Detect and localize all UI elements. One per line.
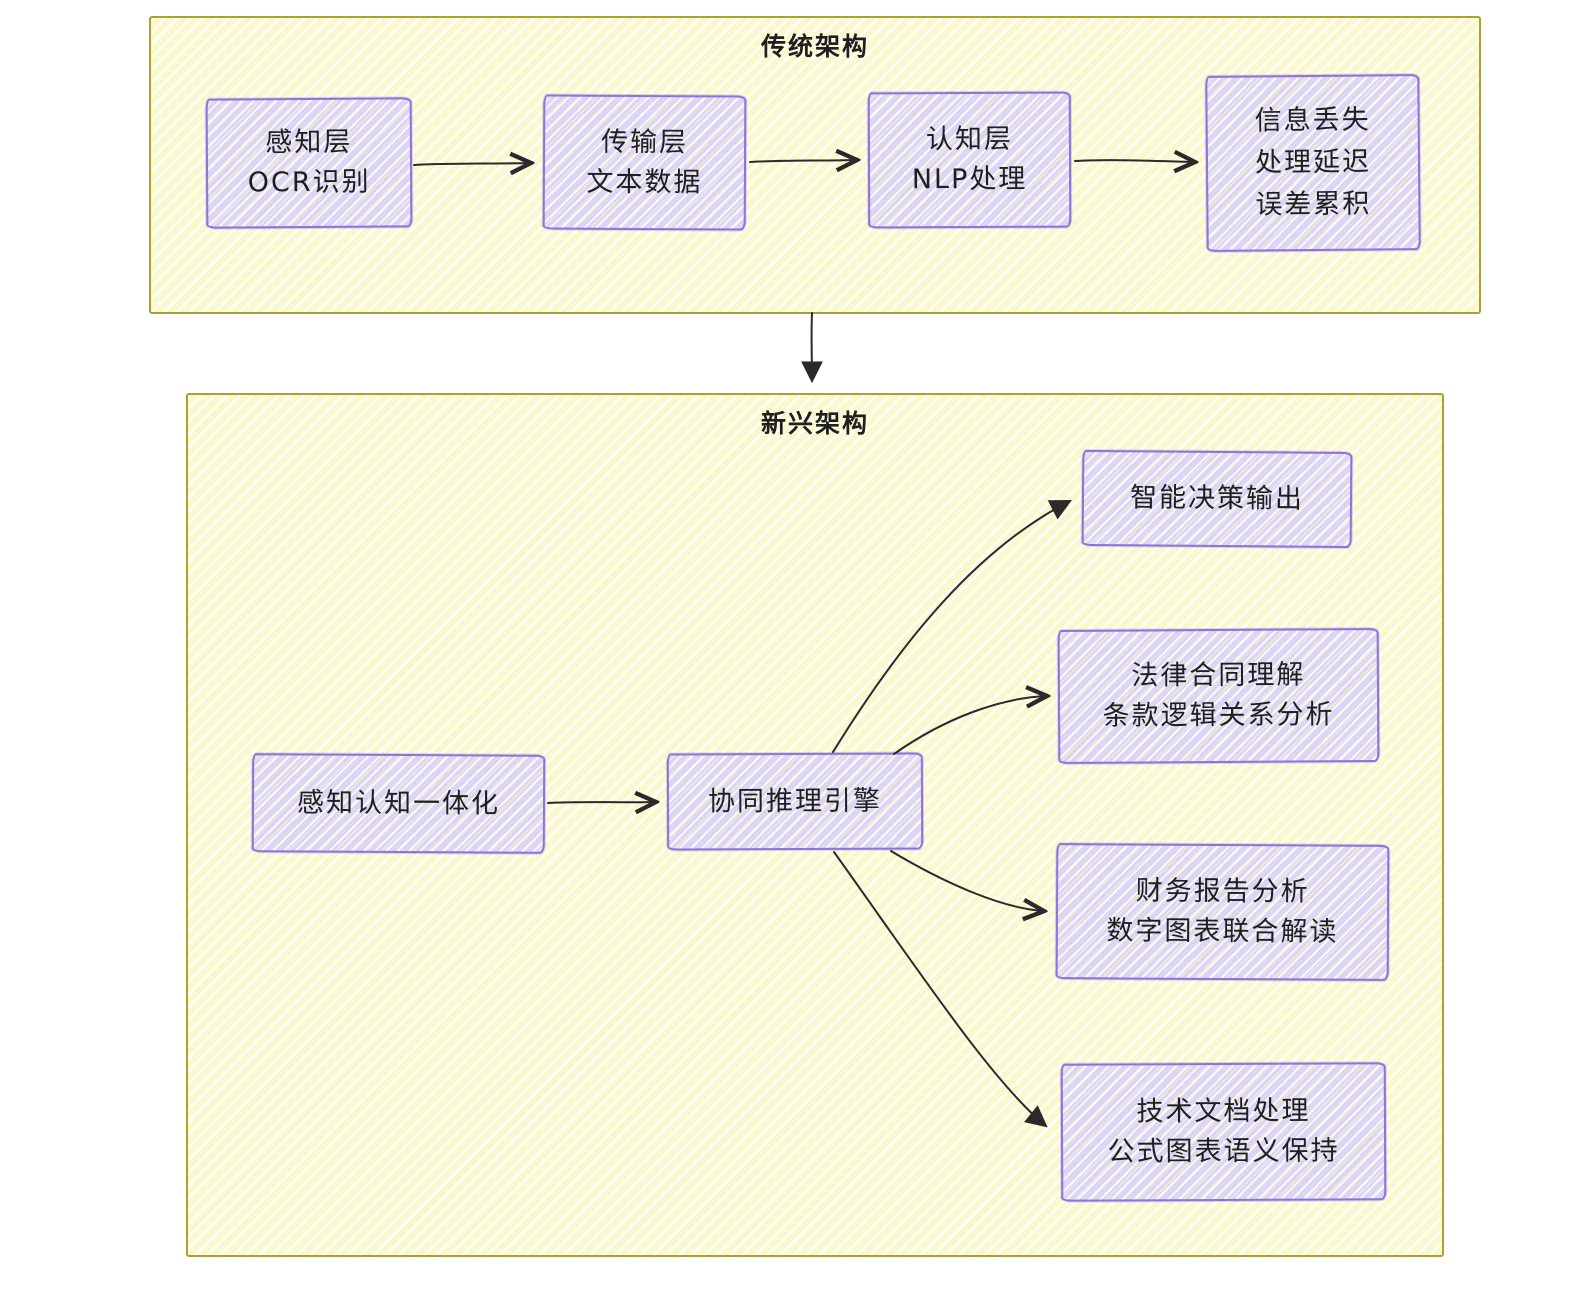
node-label-line: 感知认知一体化 xyxy=(296,786,501,820)
node-legal-contract-understanding[interactable]: 法律合同理解 条款逻辑关系分析 xyxy=(1057,628,1380,764)
node-label-line: 处理延迟 xyxy=(1254,146,1372,179)
node-cognition-layer[interactable]: 认知层 NLP处理 xyxy=(867,91,1072,229)
node-label-line: 智能决策输出 xyxy=(1129,482,1305,515)
node-label-line: 技术文档处理 xyxy=(1136,1095,1311,1128)
traditional-architecture-title: 传统架构 xyxy=(760,32,869,61)
node-unified-perception-cognition[interactable]: 感知认知一体化 xyxy=(251,753,546,854)
node-label-line: 文本数据 xyxy=(586,166,703,198)
emerging-architecture-title: 新兴架构 xyxy=(760,409,869,438)
node-label-line: 传输层 xyxy=(601,126,689,158)
node-transport-layer[interactable]: 传输层 文本数据 xyxy=(542,94,747,231)
node-label-line: 认知层 xyxy=(925,123,1013,156)
node-label-line: NLP处理 xyxy=(911,163,1028,196)
node-intelligent-decision-output[interactable]: 智能决策输出 xyxy=(1081,449,1353,549)
node-label-line: 法律合同理解 xyxy=(1131,659,1306,692)
node-label-line: 条款逻辑关系分析 xyxy=(1102,699,1335,732)
node-label-line: OCR识别 xyxy=(247,166,371,199)
node-label-line: 误差累积 xyxy=(1255,188,1372,221)
node-label-line: 感知层 xyxy=(265,126,353,159)
node-label-line: 信息丢失 xyxy=(1254,104,1371,137)
node-label-line: 公式图表语义保持 xyxy=(1107,1135,1340,1168)
node-collaborative-reasoning-engine[interactable]: 协同推理引擎 xyxy=(666,752,924,851)
node-label-line: 财务报告分析 xyxy=(1135,875,1310,908)
node-financial-report-analysis[interactable]: 财务报告分析 数字图表联合解读 xyxy=(1055,843,1390,981)
node-label-line: 数字图表联合解读 xyxy=(1106,915,1339,948)
node-label-line: 协同推理引擎 xyxy=(707,785,883,817)
node-technical-document-processing[interactable]: 技术文档处理 公式图表语义保持 xyxy=(1060,1062,1387,1202)
node-issues[interactable]: 信息丢失 处理延迟 误差累积 xyxy=(1205,74,1421,252)
node-perception-layer[interactable]: 感知层 OCR识别 xyxy=(205,97,413,229)
